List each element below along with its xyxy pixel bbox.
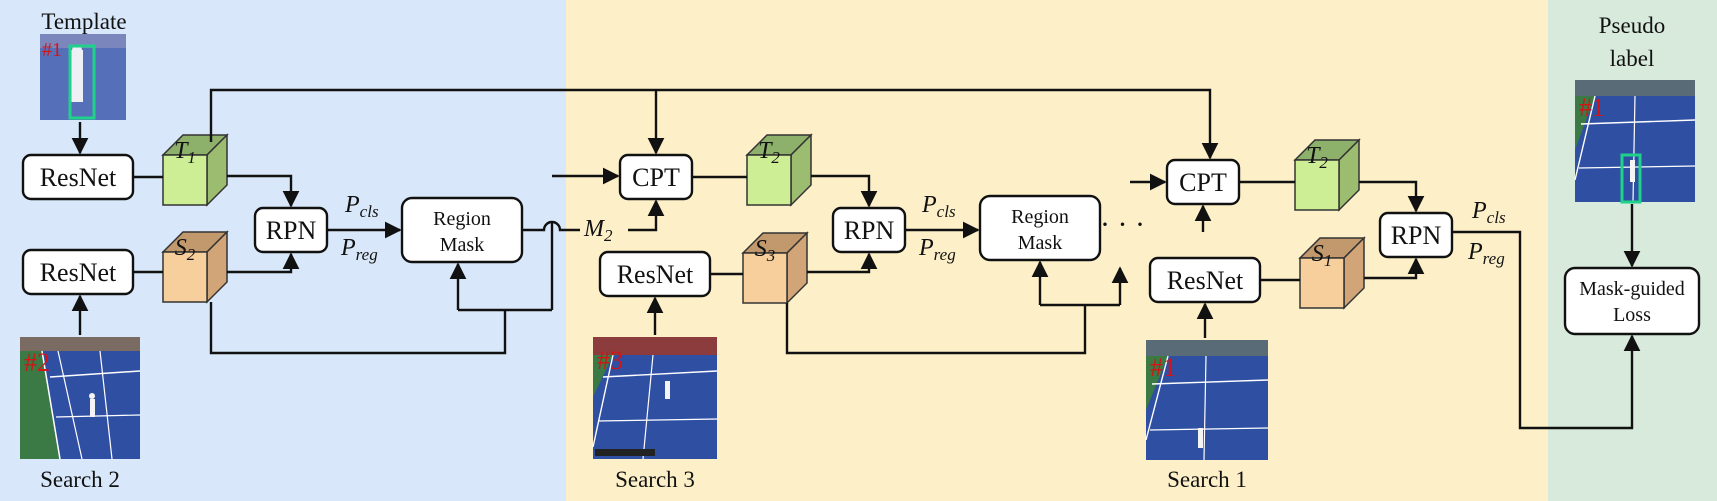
arrow-s2-to-rpn — [227, 252, 300, 274]
svg-text:Pcls: Pcls — [921, 192, 956, 221]
pseudo-label-image: #1 — [1574, 80, 1696, 204]
svg-text:S2: S2 — [175, 235, 196, 264]
svg-text:CPT: CPT — [632, 163, 680, 192]
svg-text:S1: S1 — [1312, 241, 1333, 270]
search1-frame-number: #1 — [1150, 353, 1176, 382]
template-caption: Template — [41, 9, 126, 34]
line-s2-loop — [209, 302, 507, 355]
search3-image: #3 — [592, 337, 718, 460]
svg-text:ResNet: ResNet — [40, 258, 117, 287]
svg-text:ResNet: ResNet — [40, 163, 117, 192]
resnet-template: ResNet — [21, 153, 135, 201]
feature-cube-t2-b: T2 — [1293, 138, 1361, 212]
svg-text:RPN: RPN — [1391, 221, 1442, 250]
label-pcls-preg-2: Pcls Preg — [918, 192, 956, 264]
arrow-t2-to-rpn3 — [1359, 180, 1425, 213]
search3-frame-number: #3 — [597, 346, 623, 375]
arrow-t1-to-rpn — [227, 174, 300, 208]
search2-caption: Search 2 — [40, 467, 120, 492]
arrow-s3-to-rpn2 — [807, 252, 878, 274]
search2-image: #2 — [19, 336, 141, 460]
svg-text:RPN: RPN — [266, 216, 317, 245]
svg-text:ResNet: ResNet — [617, 260, 694, 289]
search1-image: #1 — [1145, 340, 1269, 461]
rpn-block-2: RPN — [831, 206, 907, 254]
arrow-s1-to-rpn3 — [1364, 257, 1425, 280]
svg-text:Preg: Preg — [1467, 239, 1505, 268]
svg-text:S3: S3 — [755, 236, 776, 265]
svg-text:Loss: Loss — [1613, 304, 1651, 326]
svg-text:RPN: RPN — [844, 216, 895, 245]
svg-text:CPT: CPT — [1179, 168, 1227, 197]
rpn-block-1: RPN — [253, 206, 329, 254]
feature-cube-t2-a: T2 — [745, 133, 813, 207]
feature-cube-s3: S3 — [741, 231, 809, 305]
template-image: #1 — [40, 34, 126, 120]
arrow-rpn3-to-loss — [1452, 230, 1641, 430]
svg-text:T1: T1 — [174, 138, 196, 167]
mask-guided-loss-block: Mask-guided Loss — [1563, 266, 1701, 336]
feature-cube-t1: T1 — [161, 133, 229, 207]
search2-frame-number: #2 — [24, 348, 50, 377]
cpt-block-2: CPT — [1165, 158, 1241, 206]
label-m2: M2 — [580, 212, 626, 245]
line-s3-loop — [785, 303, 1087, 355]
pseudo-frame-number: #1 — [1579, 93, 1605, 122]
svg-text:ResNet: ResNet — [1167, 266, 1244, 295]
template-frame-number: #1 — [42, 39, 62, 61]
arrow-m2-to-cpt1 — [628, 199, 665, 232]
pseudo-label-caption-line1: Pseudo — [1599, 13, 1665, 38]
resnet-search2: ResNet — [21, 248, 135, 296]
svg-text:Region: Region — [1011, 206, 1069, 228]
svg-text:Preg: Preg — [918, 235, 956, 264]
feature-cube-s2: S2 — [161, 230, 229, 304]
svg-text:Pcls: Pcls — [1471, 198, 1506, 227]
svg-text:T2: T2 — [1306, 143, 1328, 172]
label-pcls-preg-3: Pcls Preg — [1467, 198, 1506, 268]
svg-text:Preg: Preg — [340, 235, 378, 264]
svg-text:M2: M2 — [583, 216, 613, 245]
pseudo-label-caption-line2: label — [1610, 46, 1655, 71]
svg-text:Mask-guided: Mask-guided — [1579, 278, 1685, 300]
svg-text:Region: Region — [433, 208, 491, 230]
svg-text:Pcls: Pcls — [344, 192, 379, 221]
cpt-block-1: CPT — [618, 153, 694, 201]
region-mask-block-1: Region Mask — [400, 196, 524, 264]
arrow-t2-to-rpn2 — [811, 174, 878, 208]
resnet-search1: ResNet — [1148, 256, 1262, 304]
ellipsis: · · · — [1100, 208, 1145, 241]
rpn-block-3: RPN — [1378, 211, 1454, 259]
svg-text:Mask: Mask — [1018, 232, 1062, 254]
line-template-bus — [209, 88, 1219, 160]
feature-cube-s1: S1 — [1298, 236, 1366, 310]
label-pcls-preg-1: Pcls Preg — [340, 192, 379, 264]
svg-text:Mask: Mask — [440, 234, 484, 256]
svg-text:T2: T2 — [758, 138, 780, 167]
search1-caption: Search 1 — [1167, 467, 1247, 492]
region-mask-block-2: Region Mask — [978, 194, 1102, 262]
resnet-search3: ResNet — [598, 250, 712, 298]
search3-caption: Search 3 — [615, 467, 695, 492]
